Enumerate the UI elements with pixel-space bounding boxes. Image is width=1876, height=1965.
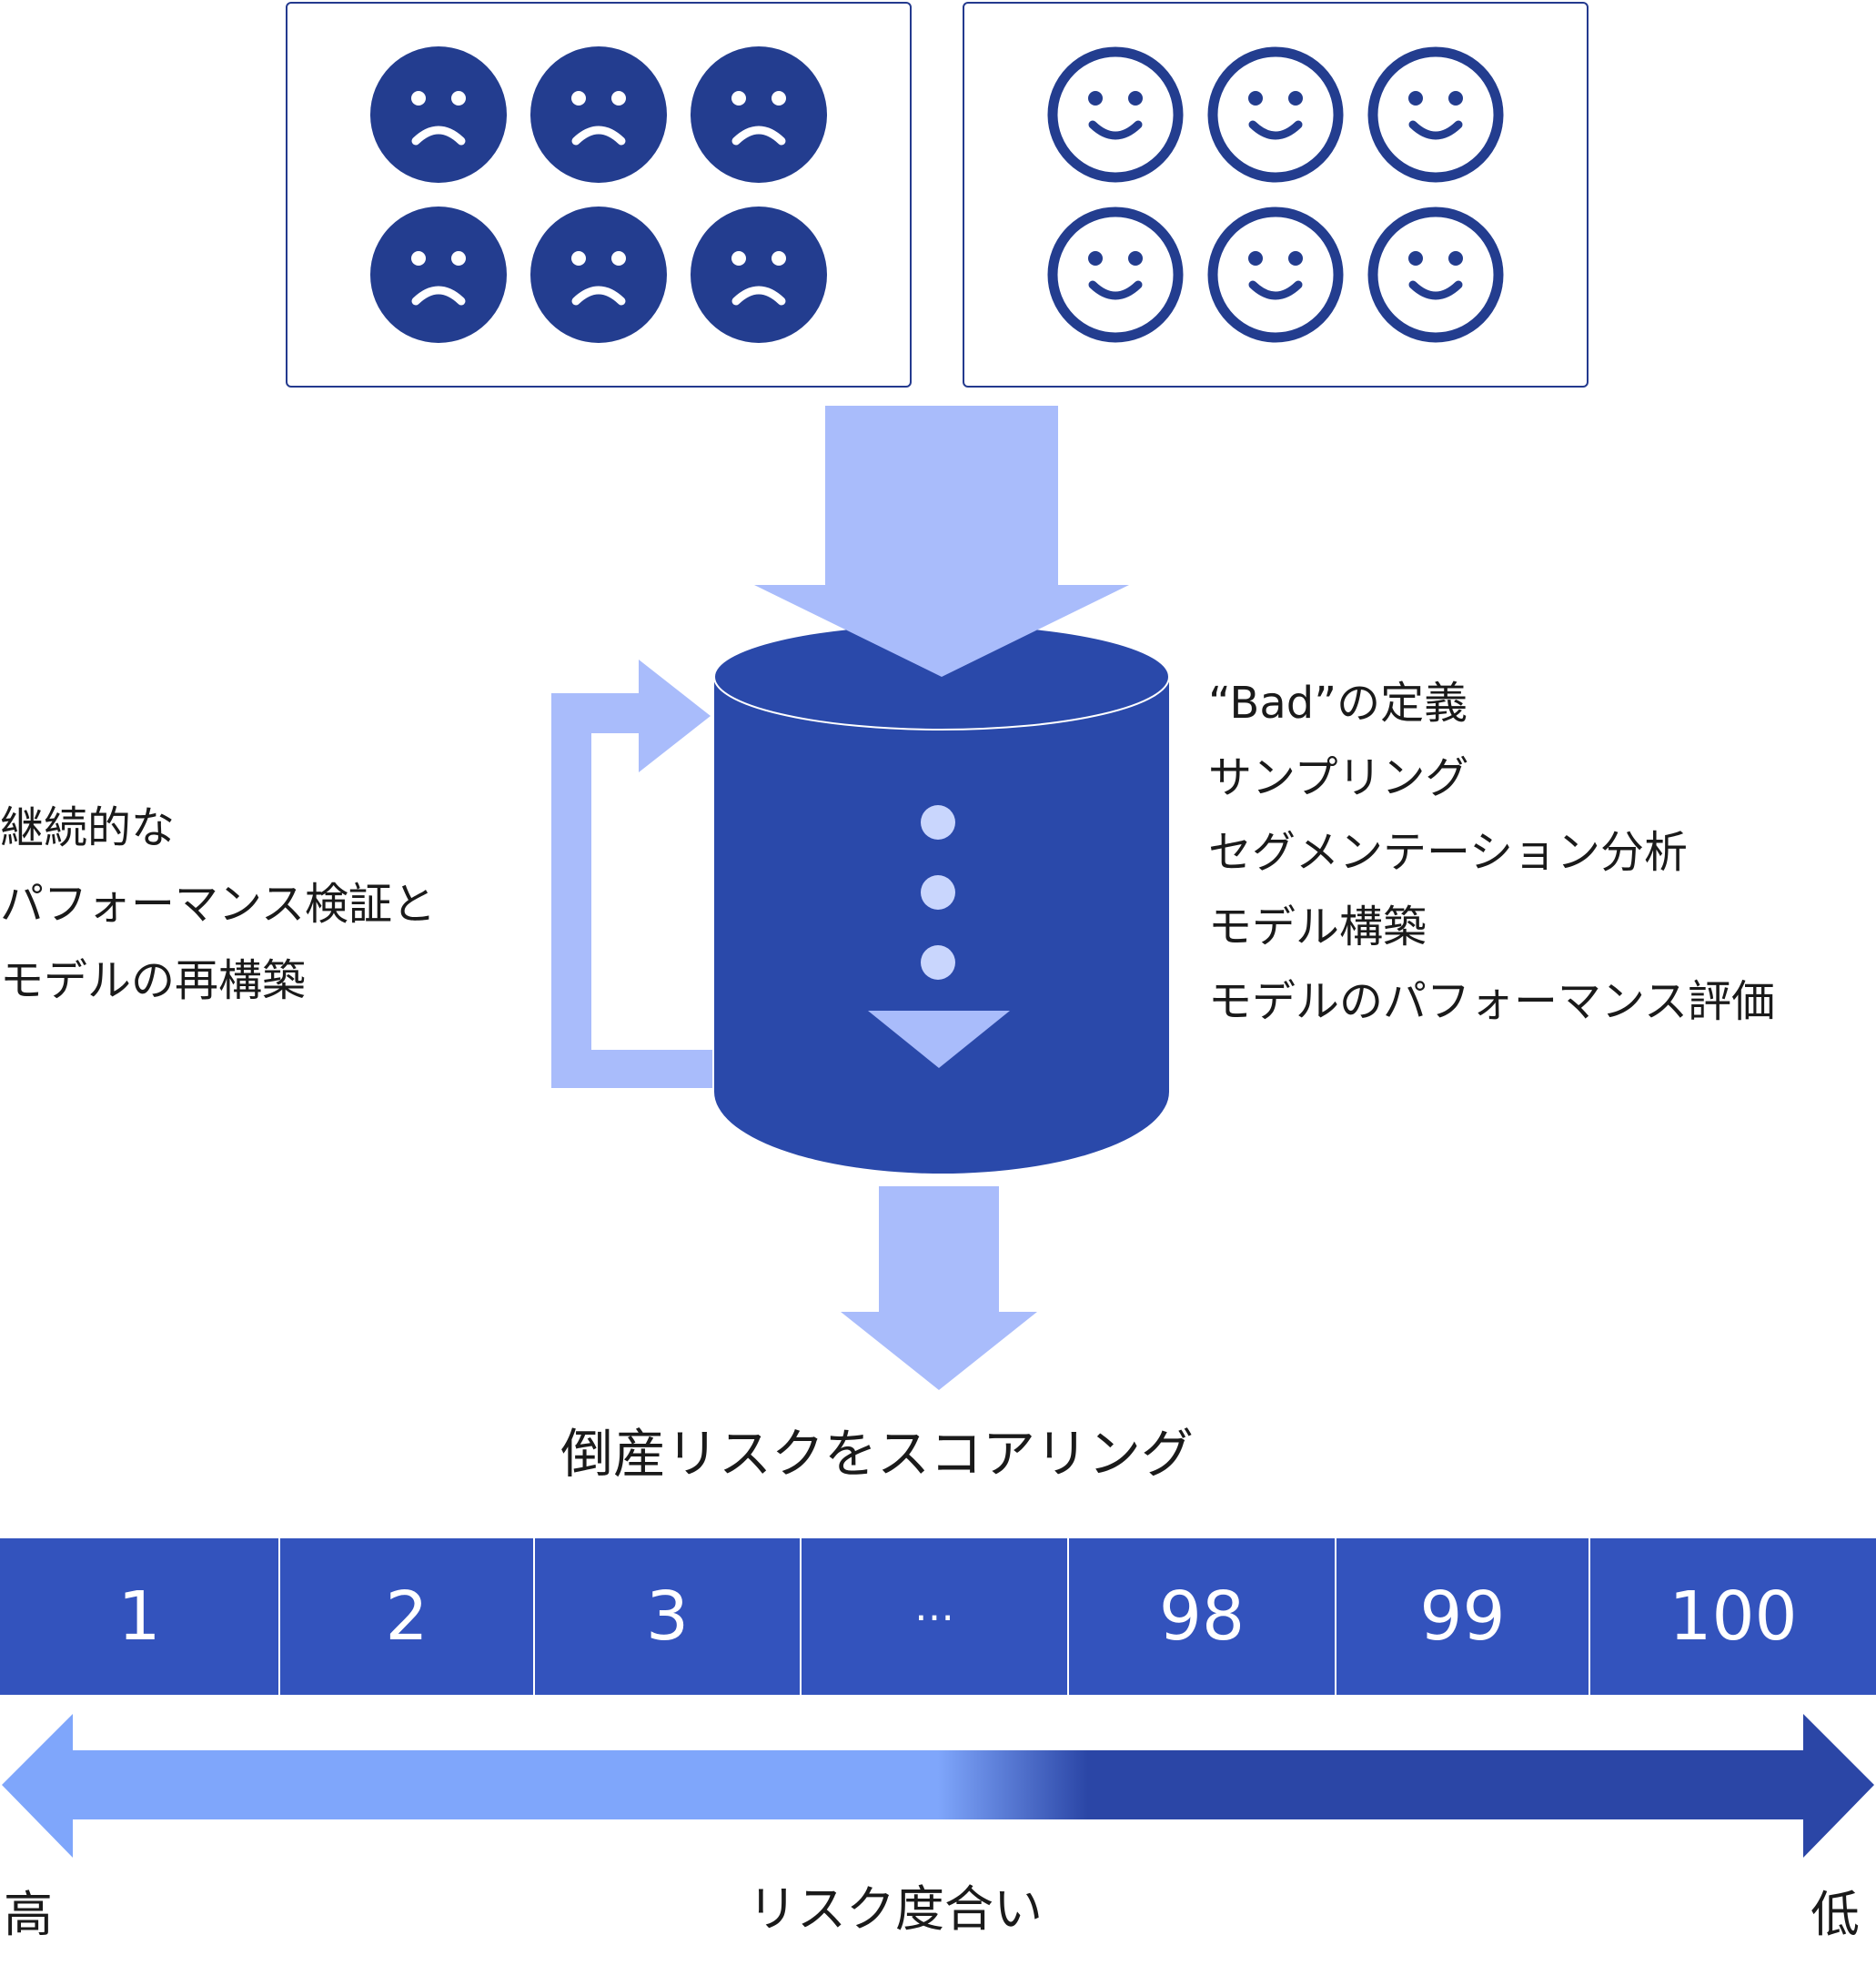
score-cell: 2 (280, 1538, 535, 1695)
score-cell: 99 (1336, 1538, 1590, 1695)
modeling-step: “Bad”の定義 (1208, 678, 1468, 729)
rebuild-line: 継続的な (0, 802, 176, 853)
modeling-step: セグメンテーション分析 (1208, 827, 1689, 878)
inner-down-arrow-icon (868, 1011, 1010, 1068)
process-dot (921, 805, 955, 840)
score-cell: 3 (535, 1538, 802, 1695)
score-cell: 100 (1669, 1577, 1798, 1656)
scoring-title: 倒産リスクをスコアリング (560, 1423, 1195, 1485)
modeling-steps-list: “Bad”の定義 サンプリング セグメンテーション分析 モデル構築 モデルのパフ… (1208, 666, 1775, 1039)
frown-face-icon (530, 46, 667, 183)
input-down-arrow (754, 406, 1129, 677)
smile-face-icon (1047, 46, 1184, 183)
bad-customers-panel (286, 2, 912, 388)
smile-face-icon (1367, 207, 1504, 343)
rebuild-line: モデルの再構築 (0, 955, 307, 1006)
risk-direction-arrow (2, 1714, 1874, 1858)
rebuild-line: パフォーマンス検証と (0, 879, 437, 930)
good-faces-grid (964, 4, 1587, 386)
smile-face-icon (1367, 46, 1504, 183)
frown-face-icon (530, 207, 667, 343)
smile-face-icon (1207, 207, 1344, 343)
modeling-step: モデルのパフォーマンス評価 (1208, 976, 1776, 1027)
output-down-arrow (841, 1186, 1037, 1390)
score-cell: 98 (1069, 1538, 1336, 1695)
model-cylinder (713, 623, 1170, 1174)
smile-face-icon (1047, 207, 1184, 343)
score-cell: … (802, 1538, 1069, 1695)
risk-degree-label: リスク度合い (748, 1880, 1043, 1938)
process-dot (921, 945, 955, 980)
risk-low-label: 低 (1810, 1886, 1860, 1943)
risk-high-label: 高 (4, 1886, 53, 1943)
frown-face-icon (691, 46, 827, 183)
frown-face-icon (370, 207, 507, 343)
score-cell: 1 (0, 1538, 280, 1695)
frown-face-icon (370, 46, 507, 183)
process-dot (921, 875, 955, 910)
good-customers-panel (963, 2, 1589, 388)
rebuild-description: 継続的な パフォーマンス検証と モデルの再構築 (0, 790, 436, 1019)
feedback-loop-arrow (551, 660, 712, 1088)
smile-face-icon (1207, 46, 1344, 183)
bad-faces-grid (287, 4, 910, 386)
frown-face-icon (691, 207, 827, 343)
score-scale-bar: 1 2 3 … 98 99 100 (0, 1538, 1876, 1695)
modeling-step: モデル構築 (1208, 902, 1427, 952)
modeling-step: サンプリング (1208, 752, 1469, 803)
